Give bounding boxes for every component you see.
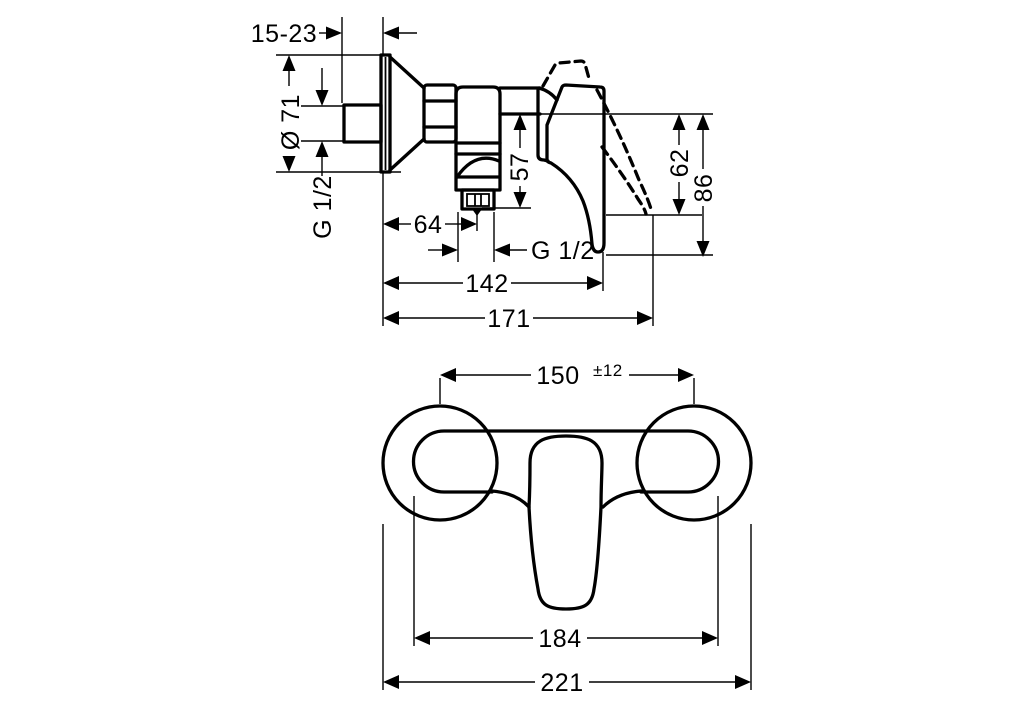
dimension-protrusion-range: 15-23: [251, 20, 417, 48]
arrowhead: [315, 90, 329, 106]
arrowhead: [696, 114, 710, 130]
arrowhead: [513, 114, 527, 130]
valve-body: [454, 85, 502, 192]
front-view-reference-lines: [382, 378, 752, 690]
handle-fillet-left: [490, 489, 531, 509]
dim-label-diameter-71: Ø 71: [277, 94, 305, 150]
dimension-flange-to-outlet: 64: [383, 211, 477, 239]
dim-label-62: 62: [666, 149, 694, 178]
wall-nipple: [342, 103, 383, 144]
handle-lever-raised-tip-dashed: [541, 59, 592, 88]
dimension-outlet-thread: G 1/2: [428, 237, 595, 265]
mounting-escutcheon-right: [635, 404, 753, 522]
dim-label-150: 150: [536, 362, 579, 390]
dimension-escutcheon-diameter: Ø 71: [277, 55, 305, 172]
handle-fillet: [537, 86, 559, 102]
arrowhead: [383, 26, 399, 40]
mixer-body-bar: [411, 429, 721, 494]
dimension-body-width: 184: [414, 625, 718, 653]
dimension-body-depth: 142: [383, 270, 603, 298]
dimension-inlet-thread: G 1/2: [309, 68, 337, 239]
dim-label-g12-outlet: G 1/2: [531, 237, 595, 265]
front-view: 150 ±12 184 221: [381, 361, 753, 697]
arrowhead: [696, 241, 710, 257]
dim-label-15-23: 15-23: [251, 20, 317, 48]
arrowhead: [383, 217, 399, 231]
dimension-total-width: 221: [383, 669, 751, 697]
body-arm: [498, 86, 542, 116]
arrowhead: [672, 199, 686, 215]
dim-label-64: 64: [414, 211, 443, 239]
handle-lever-raised-front-dashed: [600, 145, 648, 216]
mounting-escutcheon-left: [381, 404, 499, 522]
hex-nut-facets: [422, 99, 458, 129]
dimension-total-depth: 171: [383, 305, 653, 333]
arrowhead: [383, 311, 399, 325]
handle-lever: [545, 83, 606, 254]
arrowhead: [315, 141, 329, 157]
handle-lever-front: [527, 434, 604, 611]
arrowhead: [326, 26, 342, 40]
dim-label-g12-inlet: G 1/2: [309, 175, 337, 239]
dimension-connection-spacing: 150 ±12: [440, 361, 694, 390]
arrowhead: [442, 243, 458, 257]
handle-lever-raised-back-dashed: [595, 88, 654, 215]
arrowhead: [678, 368, 694, 382]
escutcheon-cone: [388, 55, 426, 172]
arrowhead: [440, 368, 456, 382]
dim-label-142: 142: [465, 270, 508, 298]
arrowhead: [461, 217, 477, 231]
handle-fillet-right: [601, 489, 643, 509]
arrowhead: [702, 631, 718, 645]
arrowhead: [383, 675, 399, 689]
arrowhead: [735, 675, 751, 689]
side-view-reference-lines: [276, 17, 713, 326]
arrowhead: [587, 276, 603, 290]
dim-label-57: 57: [506, 153, 534, 182]
arrowhead: [383, 276, 399, 290]
arrowhead: [282, 55, 296, 71]
side-view-parts: [342, 53, 654, 254]
front-view-parts: [381, 404, 753, 611]
handle-pivot-housing: [536, 88, 550, 163]
valve-body-section-lines: [454, 141, 502, 179]
hex-nut: [422, 83, 458, 144]
dimension-handle-open-drop: 62: [666, 114, 694, 215]
outlet-inner-lines: [474, 194, 482, 206]
side-view: 15-23 Ø 71 G 1/2 57: [251, 17, 718, 333]
arrowhead: [282, 156, 296, 172]
dimension-outlet-drop: 57: [506, 114, 534, 208]
arrowhead: [414, 631, 430, 645]
dimension-total-drop: 86: [690, 114, 718, 257]
dim-label-221: 221: [540, 669, 583, 697]
arrowhead: [494, 243, 510, 257]
dim-label-184: 184: [538, 625, 581, 653]
arrowhead: [672, 114, 686, 130]
dim-label-150-tolerance: ±12: [593, 361, 623, 380]
outlet-inner: [466, 193, 490, 207]
dim-label-171: 171: [487, 305, 530, 333]
arrowhead: [637, 311, 653, 325]
dim-label-86: 86: [690, 174, 718, 203]
valve-body-dome-arc: [455, 156, 501, 179]
arrowhead: [513, 192, 527, 208]
